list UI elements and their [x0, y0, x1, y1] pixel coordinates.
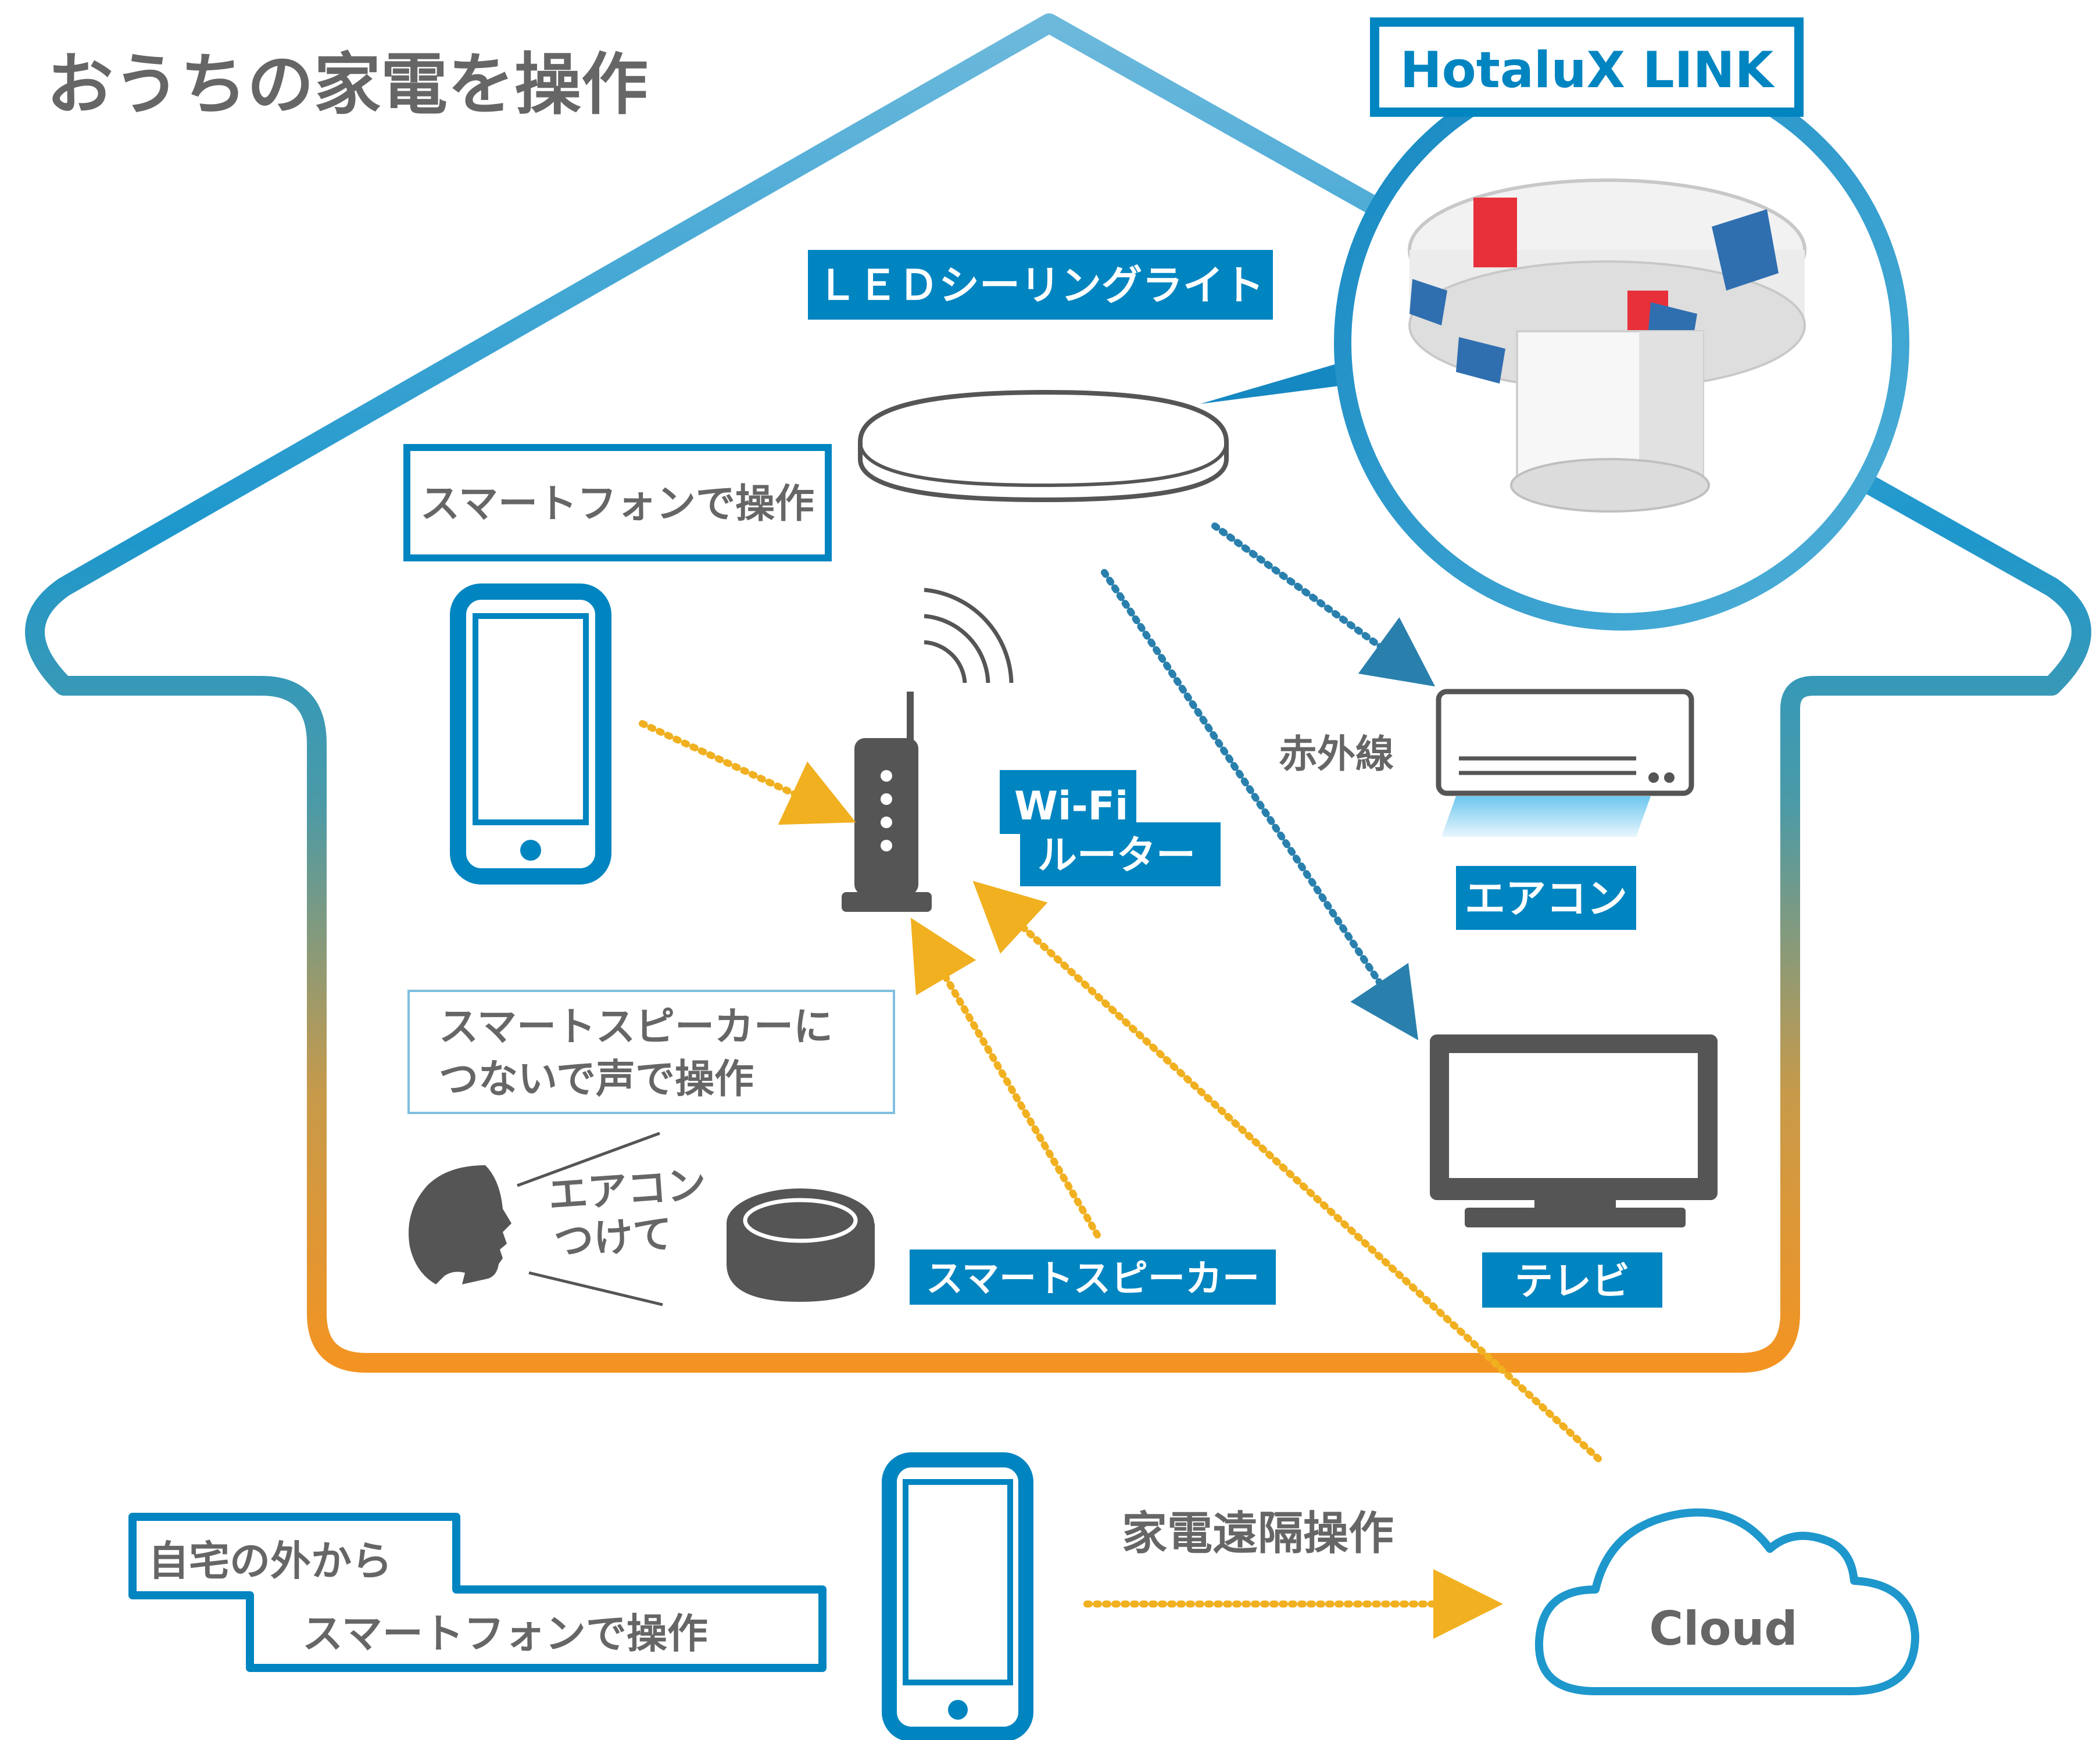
- cloud-label: Cloud: [1649, 1602, 1797, 1656]
- television-icon: [1430, 1034, 1718, 1227]
- outside-label-line2: スマートフォンで操作: [302, 1610, 708, 1657]
- outside-label-box: 自宅の外から スマートフォンで操作: [128, 1513, 827, 1672]
- arrow-light-to-tv: [1101, 569, 1419, 1040]
- ceiling-light-icon: [858, 389, 1229, 503]
- house-outline: [25, 13, 2091, 1373]
- speech-line-top: [517, 1132, 660, 1187]
- smart-speaker-label-box: スマートスピーカー: [910, 1249, 1276, 1305]
- aircon-label: エアコン: [1465, 875, 1627, 922]
- person-head-icon: [409, 1165, 511, 1284]
- page-title: おうちの家電を操作: [46, 46, 648, 124]
- arrow-speaker-to-router: [910, 917, 1101, 1238]
- voice-command-line2: つけて: [553, 1211, 674, 1265]
- speaker-desc-line1: スマートスピーカーに: [439, 1004, 833, 1050]
- wifi-router-label-line2: ルーター: [1038, 833, 1196, 879]
- speaker-desc-box: スマートスピーカーに つないで声で操作: [407, 990, 895, 1114]
- smartphone-outside-icon: [882, 1452, 1033, 1740]
- speech-line-bottom: [528, 1271, 663, 1306]
- led-light-label: ＬＥＤシーリングライト: [817, 262, 1264, 309]
- smartphone-label-box: スマートフォンで操作: [403, 444, 832, 561]
- smartphone-icon: [450, 583, 611, 885]
- hotalux-link-callout: [1200, 55, 1909, 631]
- arrow-light-to-aircon: [1211, 522, 1436, 687]
- infrared-label: 赤外線: [1279, 732, 1394, 776]
- cloud-icon: Cloud: [1534, 1508, 1919, 1695]
- aircon-label-box: エアコン: [1456, 866, 1636, 930]
- wifi-router-icon: [842, 588, 1014, 912]
- arrow-phone-to-router: [639, 720, 856, 825]
- product-name-box: HotaluX LINK: [1370, 17, 1804, 117]
- tv-label-box: テレビ: [1482, 1252, 1662, 1308]
- callout-pointer: [1200, 360, 1357, 404]
- led-light-label-box: ＬＥＤシーリングライト: [808, 250, 1273, 320]
- speaker-desc-line2: つないで声で操作: [439, 1057, 754, 1102]
- smartphone-label: スマートフォンで操作: [420, 481, 814, 527]
- remote-operation-label: 家電遠隔操作: [1122, 1508, 1394, 1560]
- wifi-router-label-line1: Wi-Fi: [1014, 783, 1128, 829]
- tv-label: テレビ: [1515, 1259, 1630, 1304]
- wifi-router-label-box: Wi-Fi ルーター: [1000, 770, 1221, 886]
- voice-command-line1: エアコン: [547, 1162, 708, 1219]
- smart-speaker-icon: [727, 1188, 875, 1302]
- hotalux-device-image: [1408, 178, 1806, 513]
- arrow-cloud-to-router: [972, 880, 1602, 1462]
- product-name: HotaluX LINK: [1400, 41, 1776, 99]
- air-conditioner-icon: [1436, 689, 1694, 837]
- outside-label-line1: 自宅の外から: [148, 1537, 392, 1585]
- smart-speaker-label: スマートスピーカー: [926, 1258, 1260, 1301]
